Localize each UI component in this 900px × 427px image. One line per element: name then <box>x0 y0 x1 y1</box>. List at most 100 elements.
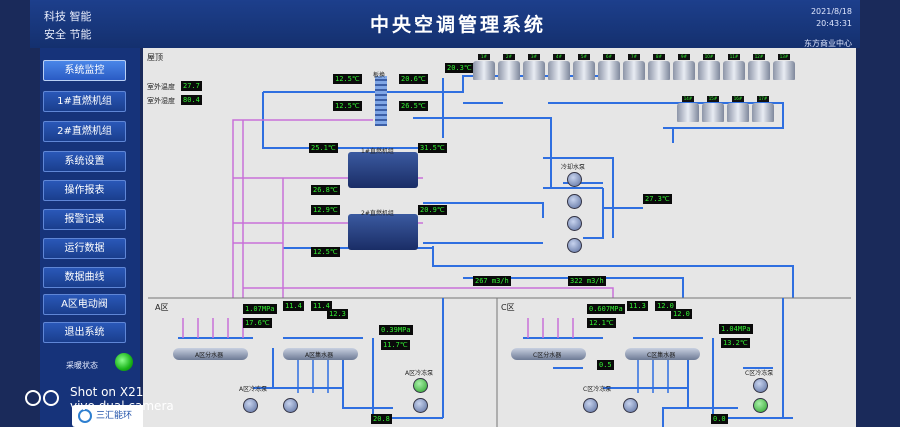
nav-system-monitor[interactable]: 系统监控 <box>43 60 126 81</box>
cooling-tower-tag: 3# <box>528 54 540 60</box>
zone-c-supply-label: C区分水器 <box>533 352 562 359</box>
nav-chiller-1[interactable]: 1#直燃机组 <box>43 91 126 112</box>
nav-label: 数据曲线 <box>64 272 105 283</box>
zone-a-supply-label: A区分水器 <box>195 352 224 359</box>
app-title: 中央空调管理系统 <box>370 14 547 36</box>
nav-chiller-2[interactable]: 2#直燃机组 <box>43 121 126 142</box>
chiller-1-icon <box>348 152 418 188</box>
nav-run-data[interactable]: 运行数据 <box>43 238 126 259</box>
exchanger-label: 板换 <box>373 72 386 79</box>
cooling-tower-icon <box>598 61 620 80</box>
cooling-tower-tag: 9# <box>678 54 690 60</box>
cooling-tower-tag: 14# <box>682 96 694 102</box>
cooling-tower-icon <box>523 61 545 80</box>
hx-in-bottom-value: 12.5℃ <box>333 101 362 111</box>
cooling-tower-icon <box>752 103 774 122</box>
nav-exit[interactable]: 退出系统 <box>43 322 126 343</box>
zone-c-temp-1: 12.1℃ <box>587 318 616 328</box>
cooling-tower-tag: 13# <box>778 54 790 60</box>
cooling-tower: 3# <box>523 54 545 80</box>
chiller-1-temp-low: 26.8℃ <box>311 185 340 195</box>
outdoor-temp-label: 室外温度 <box>147 83 175 91</box>
cooling-tower-icon <box>498 61 520 80</box>
cooling-tower: 2# <box>498 54 520 80</box>
cooling-tower-icon <box>623 61 645 80</box>
pump-icon <box>413 378 428 393</box>
cooling-tower: 16# <box>727 96 749 122</box>
pump-icon <box>623 398 638 413</box>
nav-label: 2#直燃机组 <box>57 126 112 137</box>
chiller-2-icon <box>348 214 418 250</box>
plate-exchanger-icon <box>375 76 387 126</box>
nav-operation-report[interactable]: 操作报表 <box>43 180 126 201</box>
watermark-line1: Shot on X21 <box>70 385 144 399</box>
chiller-1-temp-out: 31.5℃ <box>418 143 447 153</box>
pump-icon <box>567 194 582 209</box>
cooling-pump-temp: 27.3℃ <box>643 194 672 204</box>
cooling-tower: 12# <box>748 54 770 80</box>
zone-c-pressure-1: 0.607MPa <box>587 304 625 314</box>
hx-in-top-value: 12.5℃ <box>333 74 362 84</box>
chiller-1-label: 1#直燃机组 <box>361 148 394 155</box>
pump-icon <box>753 378 768 393</box>
cooling-tower-icon <box>748 61 770 80</box>
zone-a-return-header-icon <box>283 348 358 360</box>
zone-c-return-label: C区集水器 <box>647 352 676 359</box>
cooling-tower-tag: 10# <box>703 54 715 60</box>
cooling-tower: 17# <box>752 96 774 122</box>
nav-label: 系统设置 <box>64 156 105 167</box>
cooling-tower: 5# <box>573 54 595 80</box>
org-name: 东方商业中心 <box>804 39 852 48</box>
pump-icon <box>243 398 258 413</box>
nav-label: 运行数据 <box>64 243 105 254</box>
hx-out-bottom-value: 26.5℃ <box>399 101 428 111</box>
zone-c-pressure-2: 1.04MPa <box>719 324 753 334</box>
zone-a-temp-2: 11.7℃ <box>381 340 410 350</box>
nav-system-settings[interactable]: 系统设置 <box>43 151 126 172</box>
brand-logo: 三汇能环 <box>72 405 147 427</box>
zone-a-return-label: A区集水器 <box>305 352 334 359</box>
pump-icon <box>753 398 768 413</box>
cooling-pump-label: 冷却水泵 <box>561 164 586 171</box>
zone-a-pump-label: A区冷冻泵 <box>405 370 434 377</box>
cooling-tower-icon <box>648 61 670 80</box>
zone-c-mid-value: 0.5 <box>597 360 614 370</box>
zone-c-val-3: 12.0 <box>671 309 692 319</box>
brand-logo-icon <box>78 409 92 423</box>
cooling-tower-tag: 17# <box>757 96 769 102</box>
chiller-2-label: 2#直燃机组 <box>361 210 394 217</box>
cooling-tower: 8# <box>648 54 670 80</box>
zone-c-val-2: 12.0 <box>655 301 676 311</box>
status-indicator-icon <box>115 353 133 371</box>
nav-data-curve[interactable]: 数据曲线 <box>43 267 126 288</box>
chiller-2-temp-low: 12.5℃ <box>311 247 340 257</box>
zone-a-val-1: 11.4 <box>283 301 304 311</box>
outdoor-humidity-value: 80.4 <box>181 95 202 105</box>
cooling-tower-tag: 1# <box>478 54 490 60</box>
cooling-tower-icon <box>677 103 699 122</box>
chiller-1-temp-in: 25.1℃ <box>309 143 338 153</box>
nav-label: 退出系统 <box>64 327 105 338</box>
cooling-tower-icon <box>727 103 749 122</box>
cooling-tower: 6# <box>598 54 620 80</box>
cooling-tower: 7# <box>623 54 645 80</box>
cooling-tower-tag: 5# <box>578 54 590 60</box>
zone-c-return-header-icon <box>625 348 700 360</box>
slogan-line1: 科技 智能 <box>44 10 92 23</box>
cooling-tower-tag: 11# <box>728 54 740 60</box>
zone-a-label: A区 <box>155 303 169 312</box>
brand-text: 三汇能环 <box>96 411 133 421</box>
outdoor-temp-value: 27.7 <box>181 81 202 91</box>
cooling-tower-tag: 4# <box>553 54 565 60</box>
nav-a-zone-valve[interactable]: A区电动阀 <box>43 294 126 315</box>
cooling-tower-icon <box>702 103 724 122</box>
zone-c-val-1: 11.3 <box>627 301 648 311</box>
zone-a-supply-header-icon <box>173 348 248 360</box>
cooling-tower-tag: 15# <box>707 96 719 102</box>
nav-alarm-log[interactable]: 报警记录 <box>43 209 126 230</box>
zone-a-pressure-2: 0.39MPa <box>379 325 413 335</box>
outdoor-humidity-label: 室外湿度 <box>147 97 175 105</box>
pump-icon <box>283 398 298 413</box>
zone-a-temp-1: 17.6℃ <box>243 318 272 328</box>
